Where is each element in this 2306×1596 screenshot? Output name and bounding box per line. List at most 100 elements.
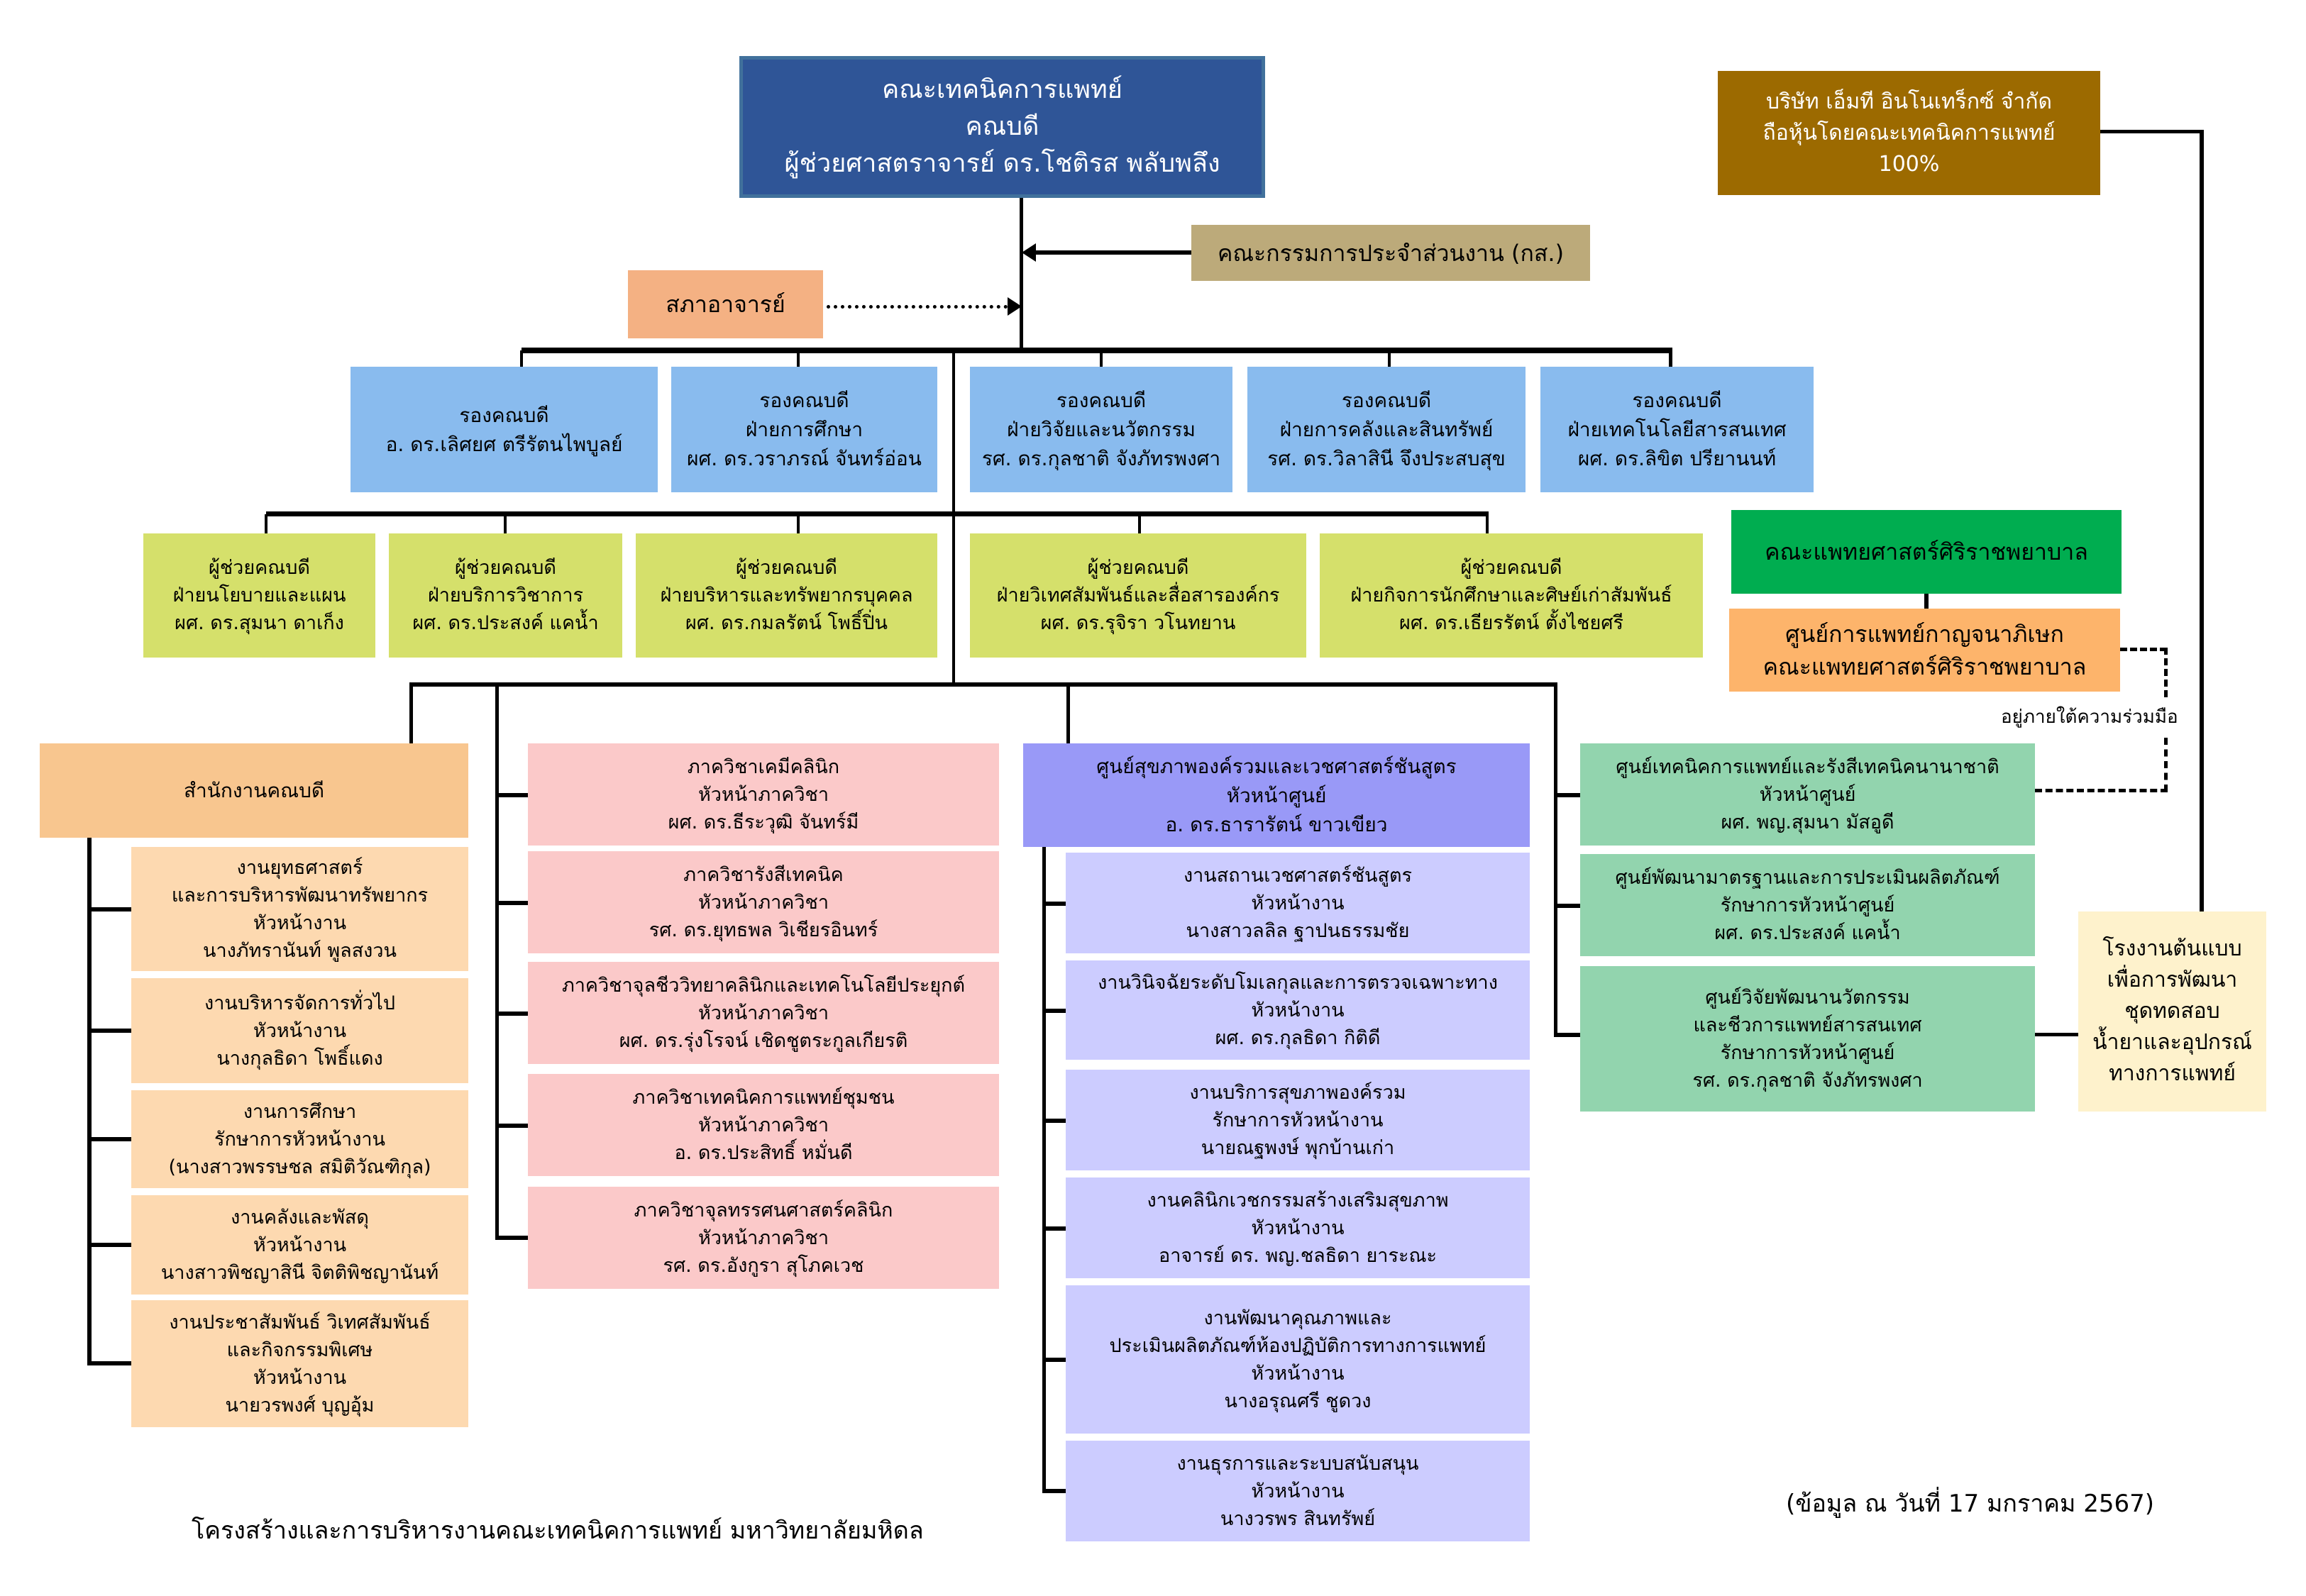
arrow-head-icon [1022, 243, 1036, 262]
box-text-line: ผศ. ดร.รุจิรา วโนทยาน [1040, 612, 1236, 634]
box-text-line: งานบริการสุขภาพองค์รวม [1189, 1081, 1406, 1104]
connector-line [1066, 682, 1070, 743]
health-center-unit-box: งานพัฒนาคุณภาพและประเมินผลิตภัณฑ์ห้องปฏิ… [1066, 1285, 1530, 1434]
box-text-line: ฝ่ายวิจัยและนวัตกรรม [1007, 418, 1196, 441]
connector-line [1042, 1358, 1066, 1362]
senate-box: สภาอาจารย์ [628, 270, 823, 338]
dean-office-unit-box: งานคลังและพัสดุหัวหน้างานนางสาวพิชญาสินี… [131, 1195, 468, 1295]
box-text-line: ผศ. ดร.เธียรรัตน์ ตั้งไชยศรี [1399, 612, 1623, 634]
connector-line [495, 901, 528, 905]
box-text-line: ฝ่ายบริหารและทรัพยากรบุคคล [660, 584, 913, 606]
box-text-line: หัวหน้างาน [1251, 892, 1345, 914]
box-text-line: รองคณบดี [1341, 389, 1432, 412]
connector-line [1027, 250, 1191, 255]
box-text-line: หัวหน้างาน [1251, 1480, 1345, 1502]
connector-line [495, 793, 528, 797]
box-text-line: บริษัท เอ็มที อินโนเทร็กซ์ จำกัด [1765, 89, 2053, 114]
box-text-line: รองคณบดี [1056, 389, 1147, 412]
box-text-line: ผศ. ดร.ธีระวุฒิ จันทร์มี [668, 811, 859, 833]
box-text-line: รักษาการหัวหน้าศูนย์ [1720, 1041, 1895, 1064]
box-text-line: หัวหน้างาน [1251, 1217, 1345, 1239]
box-text-line: งานการศึกษา [243, 1100, 357, 1123]
box-text-line: งานบริหารจัดการทั่วไป [204, 992, 395, 1014]
connector-line [1042, 847, 1046, 1491]
box-text-line: (นางสาวพรรษชล สมิติวัณฑิกุล) [168, 1156, 431, 1178]
health-center-unit-box: งานบริการสุขภาพองค์รวมรักษาการหัวหน้างาน… [1066, 1070, 1530, 1170]
department-box: ภาควิชารังสีเทคนิคหัวหน้าภาควิชารศ. ดร.ย… [528, 851, 999, 953]
box-text-line: อาจารย์ ดร. พญ.ชลธิดา ยาระณะ [1158, 1244, 1437, 1267]
box-text-line: รศ. ดร.กุลชาติ จังภัทรพงศา [981, 447, 1221, 470]
dean-box: คณะเทคนิคการแพทย์คณบดีผู้ช่วยศาสตราจารย์… [739, 56, 1265, 198]
box-text-line: ศูนย์วิจัยพัฒนานวัตกรรม [1705, 986, 1910, 1009]
box-text-line: อ. ดร.เลิศยศ ตรีรัตนไพบูลย์ [385, 432, 623, 456]
assistant-dean-box: ผู้ช่วยคณบดีฝ่ายกิจการนักศึกษาและศิษย์เก… [1320, 533, 1703, 658]
assistant-dean-box: ผู้ช่วยคณบดีฝ่ายบริหารและทรัพยากรบุคคลผศ… [636, 533, 937, 658]
connector-line [1554, 793, 1580, 797]
department-box: ภาควิชาเทคนิคการแพทย์ชุมชนหัวหน้าภาควิชา… [528, 1074, 999, 1176]
box-text-line: และการบริหารพัฒนาทรัพยากร [171, 884, 429, 907]
box-text-line: ผศ. ดร.ประสงค์ แคน้ำ [1714, 921, 1901, 944]
box-text-line: หัวหน้าศูนย์ [1226, 783, 1327, 807]
connector-line [504, 514, 507, 533]
arrow-head-icon [1008, 297, 1022, 316]
connector-line [1554, 1033, 1580, 1037]
box-text-line: ภาควิชาจุลชีววิทยาคลินิกและเทคโนโลยีประย… [561, 974, 966, 997]
connector-line [1486, 514, 1489, 533]
connector-line [495, 1124, 528, 1128]
box-text-line: คณะเทคนิคการแพทย์ [882, 75, 1122, 104]
box-text-line: งานประชาสัมพันธ์ วิเทศสัมพันธ์ [169, 1311, 431, 1334]
box-text-line: สภาอาจารย์ [666, 291, 785, 318]
company-box: บริษัท เอ็มที อินโนเทร็กซ์ จำกัดถือหุ้นโ… [1718, 71, 2100, 195]
vice-dean-box: รองคณบดีอ. ดร.เลิศยศ ตรีรัตนไพบูลย์ [351, 367, 658, 492]
connector-line [1020, 198, 1023, 350]
box-text-line: ฝ่ายบริการวิชาการ [427, 584, 584, 606]
box-text-line: อ. ดร.ประสิทธิ์ หมั่นดี [674, 1141, 853, 1164]
box-text-line: ฝ่ายการศึกษา [745, 418, 864, 441]
box-text-line: ผู้ช่วยคณบดี [1087, 557, 1189, 579]
chart-caption: โครงสร้างและการบริหารงานคณะเทคนิคการแพทย… [192, 1517, 924, 1545]
box-text-line: หัวหน้างาน [253, 911, 347, 934]
connector-line [409, 682, 1557, 687]
connector-line [87, 1137, 131, 1141]
box-text-line: ศูนย์พัฒนามาตรฐานและการประเมินผลิตภัณฑ์ [1615, 866, 2000, 889]
assistant-dean-box: ผู้ช่วยคณบดีฝ่ายบริการวิชาการผศ. ดร.ประส… [389, 533, 622, 658]
connector-line [1669, 350, 1672, 367]
dean-office-unit-box: งานประชาสัมพันธ์ วิเทศสัมพันธ์และกิจกรรม… [131, 1300, 468, 1427]
box-text-line: ผู้ช่วยคณบดี [1460, 557, 1562, 579]
connector-line [797, 514, 800, 533]
dean-office-header: สำนักงานคณบดี [40, 743, 468, 838]
prototype-factory-box: โรงงานต้นแบบเพื่อการพัฒนาชุดทดสอบน้ำยาแล… [2078, 911, 2266, 1112]
box-text-line: ทางการแพทย์ [2109, 1061, 2236, 1086]
connector-line [1138, 514, 1141, 533]
committee-box: คณะกรรมการประจำส่วนงาน (กส.) [1191, 225, 1590, 281]
box-text-line: ผศ. ดร.รุ่งโรจน์ เชิดชูตระกูลเกียรติ [619, 1029, 908, 1052]
vice-dean-box: รองคณบดีฝ่ายการคลังและสินทรัพย์รศ. ดร.วิ… [1247, 367, 1526, 492]
connector-line [522, 348, 1672, 353]
box-text-line: รศ. ดร.อังกูรา สุโภคเวช [663, 1254, 864, 1277]
dean-office-unit-box: งานการศึกษารักษาการหัวหน้างาน(นางสาวพรรษ… [131, 1090, 468, 1188]
box-text-line: นายณฐพงษ์ พุกบ้านเก่า [1201, 1136, 1395, 1159]
box-text-line: ผศ. ดร.วราภรณ์ จันทร์อ่อน [687, 447, 922, 470]
vice-dean-box: รองคณบดีฝ่ายวิจัยและนวัตกรรมรศ. ดร.กุลชา… [970, 367, 1232, 492]
box-text-line: ฝ่ายเทคโนโลยีสารสนเทศ [1567, 418, 1787, 441]
box-text-line: คณะกรรมการประจำส่วนงาน (กส.) [1217, 239, 1565, 267]
box-text-line: รศ. ดร.วิลาสินี จึงประสบสุข [1267, 447, 1506, 470]
connector-line [1042, 1489, 1066, 1493]
box-text-line: ผู้ช่วยคณบดี [455, 557, 556, 579]
box-text-line: หัวหน้างาน [253, 1019, 347, 1042]
box-text-line: ภาควิชารังสีเทคนิค [683, 863, 844, 886]
box-text-line: ชุดทดสอบ [2124, 999, 2220, 1024]
connector-line [2100, 130, 2204, 133]
dashed-connector [2035, 789, 2168, 792]
box-text-line: คณบดี [965, 112, 1039, 141]
box-text-line: รองคณบดี [759, 389, 849, 412]
box-text-line: หัวหน้าภาควิชา [697, 1114, 829, 1136]
dashed-connector [2120, 648, 2167, 651]
connector-line [266, 511, 1489, 516]
connector-line [1100, 350, 1103, 367]
connector-line [495, 1012, 528, 1016]
box-text-line: เพื่อการพัฒนา [2107, 968, 2238, 992]
box-text-line: รองคณบดี [1632, 389, 1722, 412]
box-text-line: นางอรุณศรี ชูดวง [1224, 1390, 1372, 1412]
